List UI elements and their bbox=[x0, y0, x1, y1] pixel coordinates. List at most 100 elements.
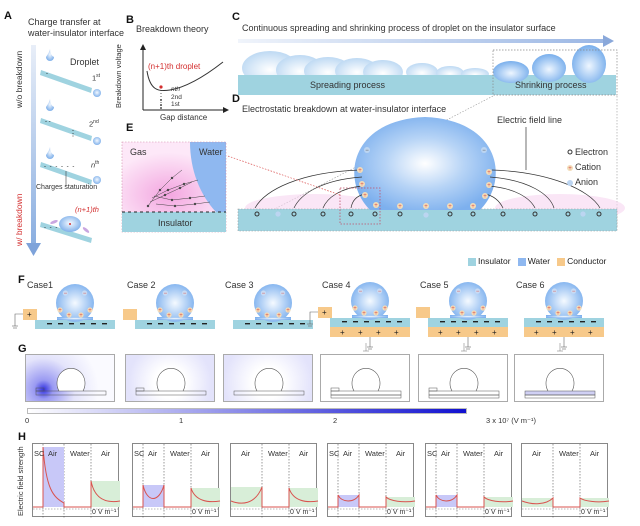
cation-icon bbox=[567, 165, 573, 171]
case-label: Case 2 bbox=[127, 280, 156, 290]
colorbar-tick-1: 1 bbox=[179, 416, 184, 425]
zero-label: 0 V m⁻¹ bbox=[290, 509, 315, 516]
region-label: Air bbox=[590, 449, 600, 458]
panel-c-label: C bbox=[232, 11, 240, 23]
svg-text:+: + bbox=[570, 328, 575, 337]
panel-a-title-2: water-insulator interface bbox=[28, 28, 125, 38]
svg-text:+: + bbox=[577, 306, 581, 312]
region-label: Water bbox=[70, 449, 90, 458]
svg-text:−: − bbox=[365, 148, 369, 154]
zero-label: 0 V m⁻¹ bbox=[387, 509, 412, 516]
colorbar-tick-2: 2 bbox=[333, 416, 338, 425]
zero-label: 0 V m⁻¹ bbox=[485, 509, 510, 516]
field-simulation-box bbox=[25, 354, 115, 402]
svg-text:+: + bbox=[492, 328, 497, 337]
svg-text:−: − bbox=[572, 289, 576, 295]
region-label: Air bbox=[101, 449, 111, 458]
axis-with-breakdown: w/ breakdown bbox=[14, 193, 24, 246]
svg-text:−: − bbox=[262, 291, 266, 297]
region-label: Air bbox=[532, 449, 542, 458]
colorbar bbox=[27, 408, 467, 414]
conductor-swatch bbox=[557, 257, 566, 266]
svg-text:- - - - - -: - - - - - - bbox=[44, 164, 75, 170]
panel-a-label: A bbox=[4, 10, 12, 22]
panel-d-title: Electrostatic breakdown at water-insulat… bbox=[242, 104, 447, 114]
water-swatch bbox=[517, 257, 526, 266]
svg-text:+: + bbox=[363, 193, 367, 199]
field-strength-plot: Air Water Air 0 V m⁻¹ bbox=[521, 443, 610, 518]
electron-icon bbox=[567, 149, 573, 155]
svg-text:+: + bbox=[358, 168, 362, 174]
svg-text:+: + bbox=[374, 311, 378, 317]
anion-icon bbox=[567, 180, 573, 186]
field-simulation-box bbox=[320, 343, 410, 402]
svg-text:+: + bbox=[487, 170, 491, 176]
svg-text:+: + bbox=[483, 194, 487, 200]
region-label: Water bbox=[463, 449, 483, 458]
svg-text:+: + bbox=[340, 328, 345, 337]
region-label: Air bbox=[494, 449, 504, 458]
shrinking-zoom-box bbox=[492, 49, 618, 96]
svg-text:+: + bbox=[256, 308, 260, 314]
colorbar-tick-0: 0 bbox=[25, 416, 30, 425]
water-region bbox=[190, 142, 226, 212]
droplet-icon bbox=[93, 89, 101, 97]
field-simulation-box bbox=[125, 354, 215, 402]
legend-anion: Anion bbox=[575, 177, 599, 187]
breakdown-point bbox=[159, 85, 163, 89]
region-label: Water bbox=[559, 449, 579, 458]
panel-b-label: B bbox=[126, 14, 134, 26]
b-level-2: 2nd bbox=[171, 94, 182, 101]
zero-label: 0 V m⁻¹ bbox=[581, 509, 606, 516]
gas-label: Gas bbox=[130, 147, 147, 157]
region-label: Air bbox=[396, 449, 406, 458]
case-diagram: ++++−−++++ bbox=[524, 282, 604, 350]
step-2: 2nd bbox=[89, 119, 99, 129]
droplet-icon bbox=[93, 137, 101, 145]
panel-f-label: F bbox=[18, 274, 25, 286]
panel-c-title: Continuous spreading and shrinking proce… bbox=[242, 23, 556, 33]
svg-text:+: + bbox=[474, 328, 479, 337]
electrostatic-breakdown-graphic: − − + + + + + + + + + + + + bbox=[227, 95, 625, 232]
svg-text:+: + bbox=[471, 204, 475, 210]
svg-text:-: - bbox=[46, 71, 48, 77]
insulator-strip bbox=[40, 118, 92, 141]
svg-text:+: + bbox=[398, 204, 402, 210]
svg-text:+: + bbox=[167, 313, 171, 319]
zoom-region-box bbox=[339, 187, 381, 225]
region-label: Air bbox=[241, 449, 251, 458]
insulator-label: Insulator bbox=[158, 218, 193, 228]
droplet-icon bbox=[46, 99, 54, 111]
colorbar-tick-3: 3 x 10⁷ (V m⁻¹) bbox=[486, 416, 537, 425]
svg-text:+: + bbox=[358, 328, 363, 337]
zero-label: 0 V m⁻¹ bbox=[92, 509, 117, 516]
svg-text:−: − bbox=[476, 289, 480, 295]
water-label: Water bbox=[199, 147, 223, 157]
svg-text:+: + bbox=[277, 313, 281, 319]
svg-text:+: + bbox=[448, 204, 452, 210]
svg-text:+: + bbox=[481, 306, 485, 312]
step-n-plus-1: (n+1)th bbox=[75, 205, 99, 214]
svg-text:+: + bbox=[353, 306, 357, 312]
breakdown-curve-chart bbox=[140, 44, 229, 113]
svg-text:+: + bbox=[188, 308, 192, 314]
case-label: Case 5 bbox=[420, 280, 449, 290]
case-diagram: −−++++ bbox=[123, 284, 215, 329]
svg-text:+: + bbox=[487, 183, 491, 189]
region-label: Air bbox=[441, 449, 451, 458]
zero-label: 0 V m⁻¹ bbox=[192, 509, 217, 516]
panel-d-label: D bbox=[232, 93, 240, 105]
svg-text:+: + bbox=[265, 313, 269, 319]
svg-text:+: + bbox=[588, 328, 593, 337]
svg-text:+: + bbox=[376, 328, 381, 337]
process-arrow bbox=[238, 39, 608, 43]
svg-text:+: + bbox=[179, 313, 183, 319]
droplet-label: Droplet bbox=[70, 57, 100, 67]
svg-text:−: − bbox=[553, 289, 557, 295]
insulator-swatch bbox=[468, 257, 476, 266]
svg-text:+: + bbox=[158, 308, 162, 314]
insulator-bar bbox=[238, 209, 617, 231]
svg-text:+: + bbox=[568, 166, 572, 172]
